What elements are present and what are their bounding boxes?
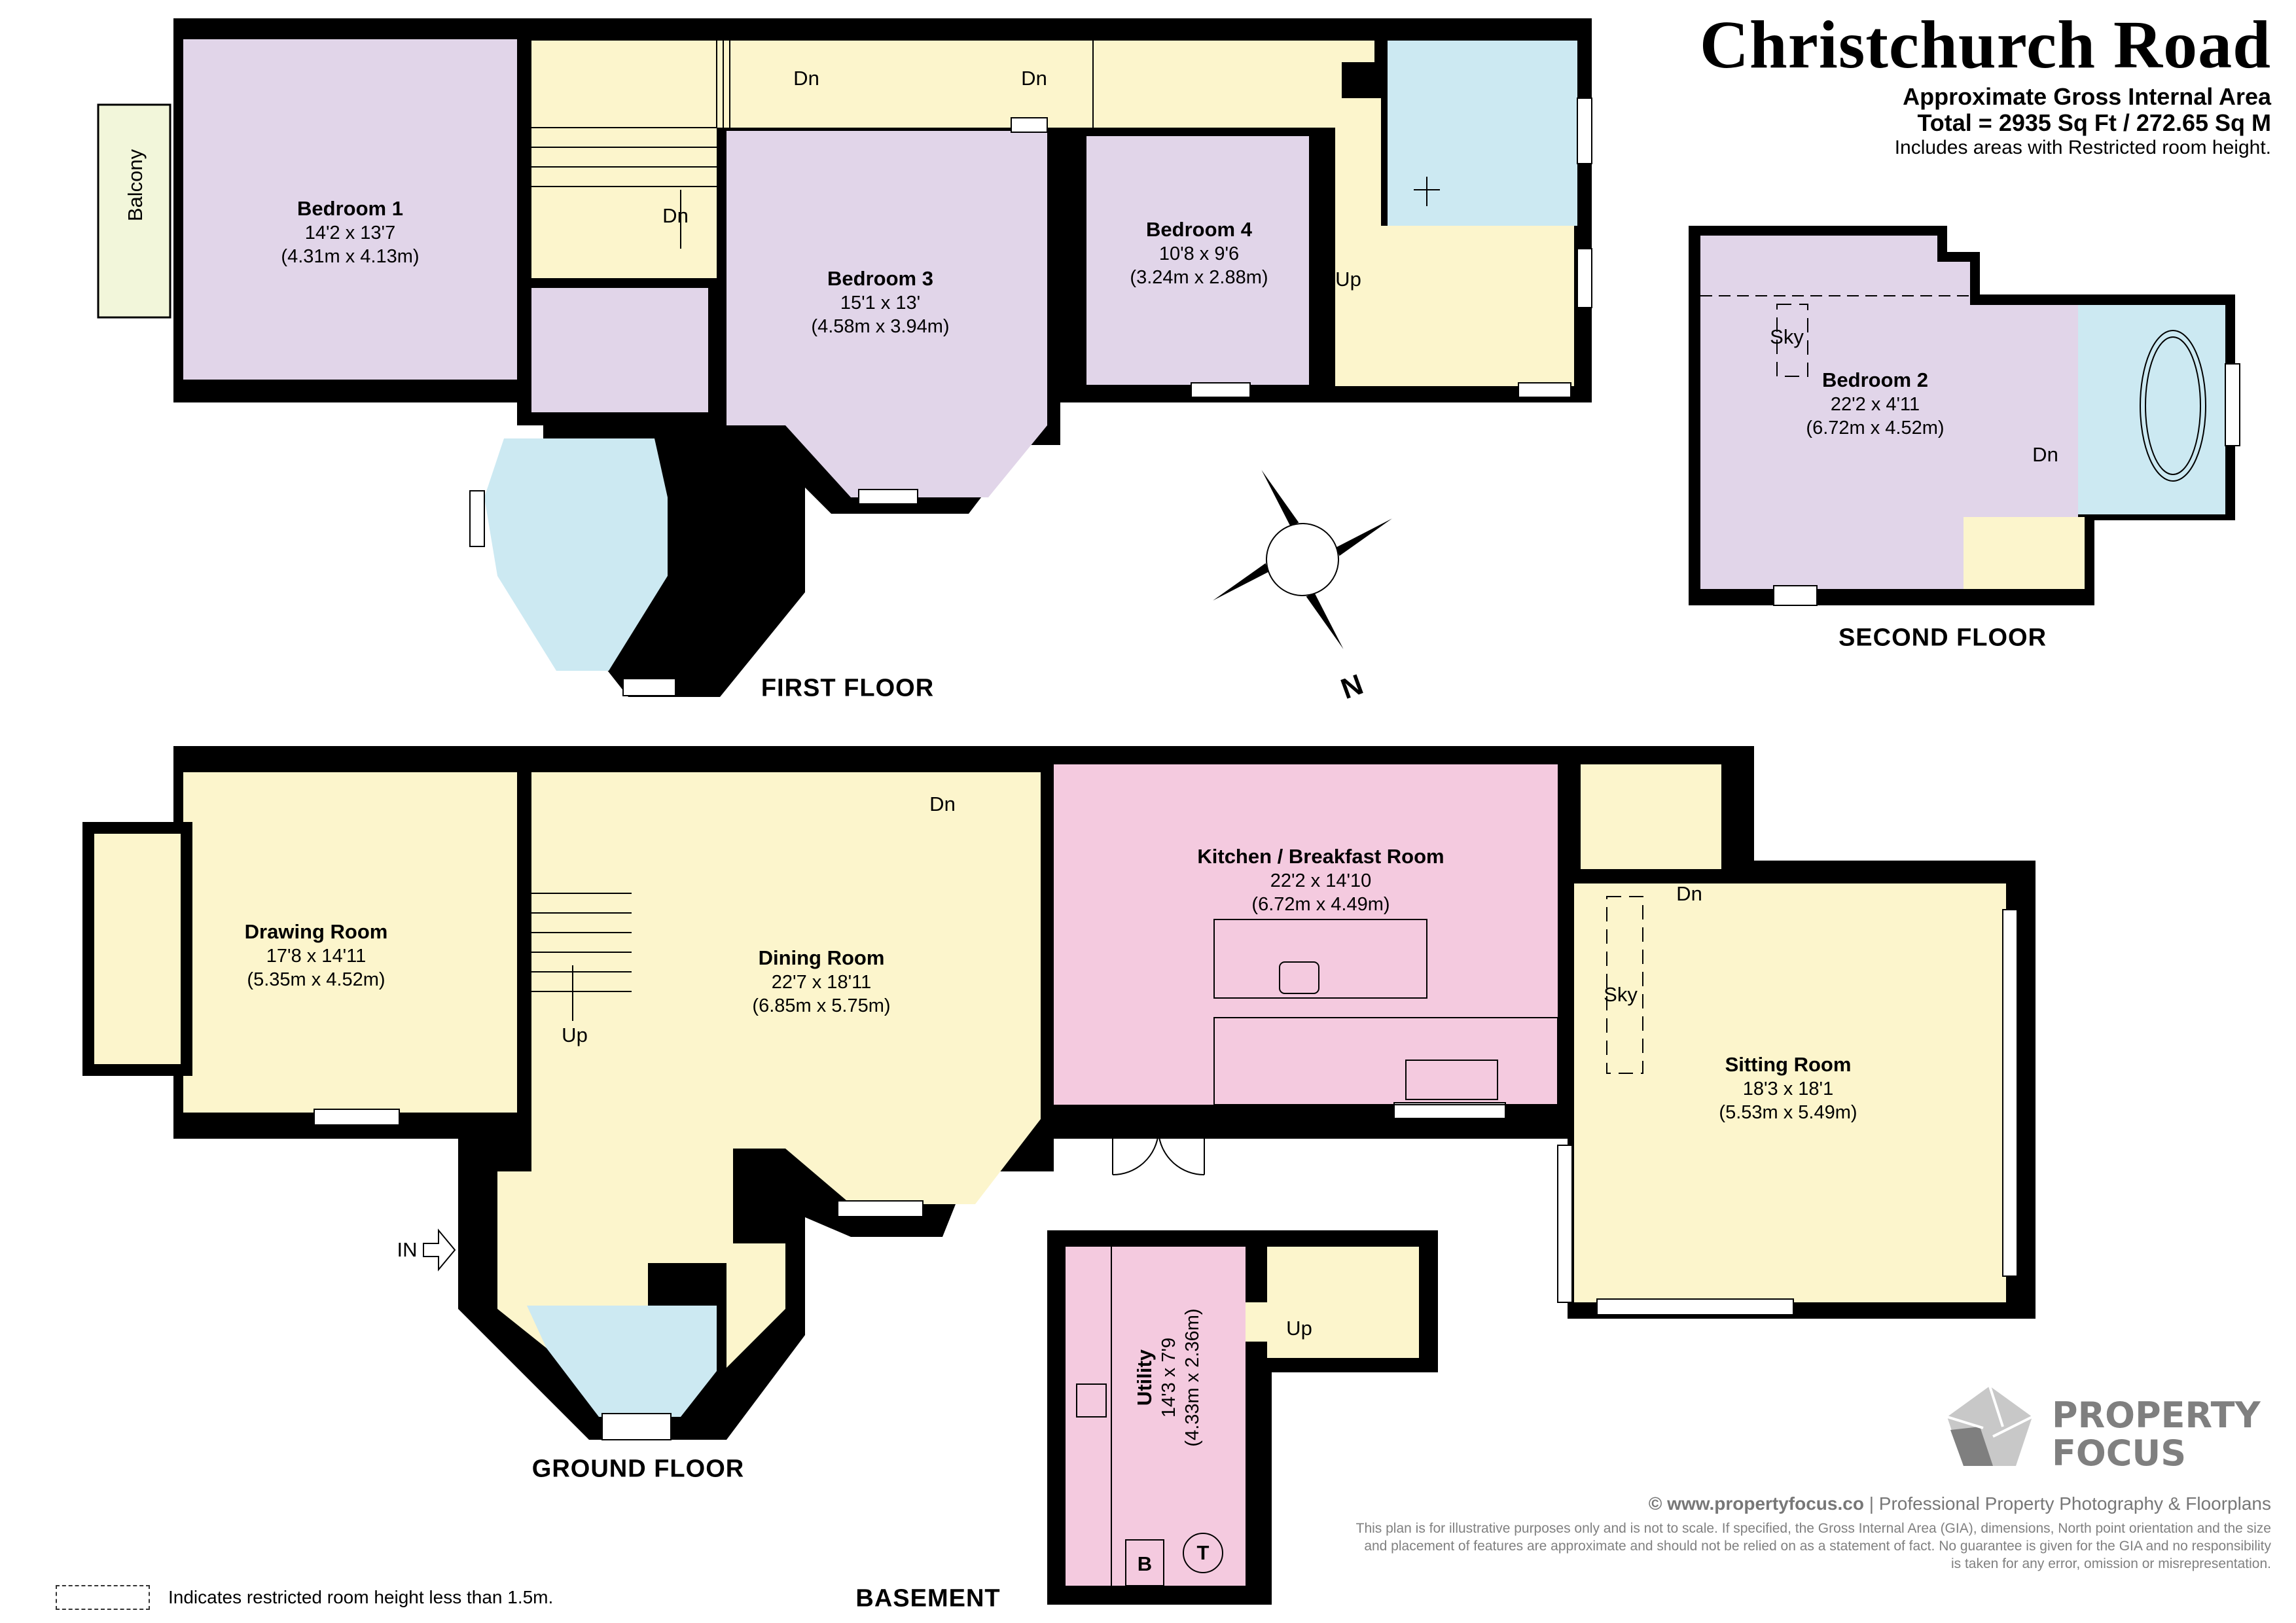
room-dimensions-metric: (3.24m x 2.88m) [1130,267,1268,288]
skylight-label: Sky [1604,983,1638,1006]
room-dimensions-metric: (6.85m x 5.75m) [752,995,891,1016]
first-floor-bathroom [484,438,668,671]
footer-credit: © www.propertyfocus.co | Professional Pr… [1649,1493,2271,1514]
disclaimer-text: This plan is for illustrative purposes o… [1355,1521,2271,1571]
kitchen-floor [1054,764,1558,1105]
stairs-dn-label: Dn [2032,443,2058,466]
room-dimensions-imperial: 18'3 x 18'1 [1742,1079,1834,1099]
stairs-up-label: Up [562,1024,588,1046]
room-dimensions-metric: (4.31m x 4.13m) [281,246,420,267]
room-name: Bedroom 3 [827,267,933,290]
footer-tagline: | Professional Property Photography & Fl… [1863,1493,2271,1514]
room-name: Bedroom 2 [1822,368,1928,391]
property-title: Christchurch Road [1699,7,2271,82]
room-label-dining-room: Dining Room 22'7 x 18'11 (6.85m x 5.75m) [752,946,890,1018]
room-name: Utility [1133,1349,1156,1406]
stairs-dn-sitting-label: Dn [1676,882,1702,905]
room-label-bedroom-1: Bedroom 1 14'2 x 13'7 (4.31m x 4.13m) [281,196,419,268]
ground-floor-cloakroom [527,1306,717,1417]
aperture-icon [1946,1385,2033,1466]
room-label-bedroom-3: Bedroom 3 15'1 x 13' (4.58m x 3.94m) [811,266,949,338]
logo-line-2: FOCUS [2052,1433,2187,1474]
sitting-stairs [1581,764,1721,869]
first-floor-inner-hall [531,288,708,412]
room-label-kitchen: Kitchen / Breakfast Room 22'2 x 14'10 (6… [1197,844,1444,916]
room-label-sitting-room: Sitting Room 18'3 x 18'1 (5.53m x 5.49m) [1719,1052,1857,1124]
room-dimensions-metric: (4.58m x 3.94m) [811,316,950,337]
room-dimensions-imperial: 14'3 x 7'9 [1158,1337,1179,1418]
room-dimensions-metric: (6.72m x 4.52m) [1806,418,1945,438]
skylight-label: Sky [1770,325,1804,348]
second-floor-plan [1689,226,2240,606]
room-name: Drawing Room [244,920,388,943]
second-floor-title: SECOND FLOOR [1838,624,2047,652]
bedroom-3-floor [726,131,1047,497]
dining-room-floor [497,772,1041,1368]
bedroom-1-floor [183,39,517,380]
legend-text: Indicates restricted room height less th… [168,1587,554,1607]
balcony-area [97,103,171,319]
room-dimensions-metric: (4.33m x 2.36m) [1182,1308,1203,1447]
room-dimensions-imperial: 10'8 x 9'6 [1158,243,1240,264]
entrance-arrow-icon [423,1228,456,1272]
stairs-up-label: Up [1335,268,1361,291]
room-dimensions-imperial: 22'2 x 14'10 [1270,870,1372,891]
room-label-utility: Utility 14'3 x 7'9 (4.33m x 2.36m) [1132,1308,1204,1446]
drawing-room-floor [183,772,517,1113]
entrance-label: IN [397,1238,418,1261]
stairs-dn-left-label: Dn [793,67,819,90]
room-dimensions-metric: (6.72m x 4.49m) [1251,894,1390,915]
room-name: Bedroom 4 [1146,218,1252,241]
basement-title: BASEMENT [855,1584,1001,1613]
compass-rose [1213,470,1392,649]
room-name: Dining Room [758,946,885,969]
first-floor-plan [97,18,1592,697]
stairs-dn-label: Dn [662,204,689,227]
sitting-room-floor [1574,883,2006,1302]
boiler-label: B [1137,1552,1153,1575]
bay-window [82,822,192,1076]
basement-plan [1047,1230,1438,1605]
room-name: Kitchen / Breakfast Room [1197,845,1444,868]
balcony-label: Balcony [124,149,147,222]
room-label-drawing-room: Drawing Room 17'8 x 14'11 (5.35m x 4.52m… [245,919,388,991]
restricted-height-note: Includes areas with Restricted room heig… [1894,137,2271,158]
room-dimensions-metric: (5.35m x 4.52m) [247,969,386,990]
stairs-up-label: Up [1286,1317,1312,1340]
room-dimensions-imperial: 22'2 x 4'11 [1830,394,1920,415]
first-floor-landing [531,41,1574,386]
dashed-box-icon [56,1585,150,1610]
stairs-dn-dining-label: Dn [929,793,956,815]
room-dimensions-metric: (5.53m x 5.49m) [1719,1102,1857,1123]
bedroom-4-floor [1086,136,1309,385]
website-link[interactable]: © www.propertyfocus.co [1648,1493,1864,1514]
room-label-bedroom-4: Bedroom 4 10'8 x 9'6 (3.24m x 2.88m) [1130,217,1268,289]
ground-floor-title: GROUND FLOOR [531,1455,745,1483]
room-dimensions-imperial: 15'1 x 13' [840,293,921,313]
second-floor-bathroom [2078,305,2225,514]
property-focus-logo: PROPERTY FOCUS [1944,1381,2296,1472]
total-area: Total = 2935 Sq Ft / 272.65 Sq M [1917,109,2271,136]
room-dimensions-imperial: 14'2 x 13'7 [304,223,396,243]
room-name: Bedroom 1 [297,197,403,220]
plan-header: Christchurch Road Approximate Gross Inte… [1700,7,2271,160]
stairs-dn-mid-label: Dn [1021,67,1047,90]
basement-stairs [1267,1247,1419,1358]
first-floor-title: FIRST FLOOR [761,674,935,702]
room-dimensions-imperial: 22'7 x 18'11 [771,972,872,993]
logo-line-1: PROPERTY [2052,1395,2261,1436]
room-dimensions-imperial: 17'8 x 14'11 [266,946,367,967]
water-tank-label: T [1196,1541,1210,1564]
bedroom-2-floor [1700,236,2078,589]
second-floor-stairs [1964,517,2085,589]
restricted-height-legend: Indicates restricted room height less th… [56,1585,553,1610]
first-floor-shower-room [1388,41,1577,226]
area-subtitle: Approximate Gross Internal Area [1903,83,2271,110]
ground-floor-plan [82,746,2036,1440]
room-name: Sitting Room [1725,1053,1852,1076]
room-label-bedroom-2: Bedroom 2 22'2 x 4'11 (6.72m x 4.52m) [1806,368,1944,440]
